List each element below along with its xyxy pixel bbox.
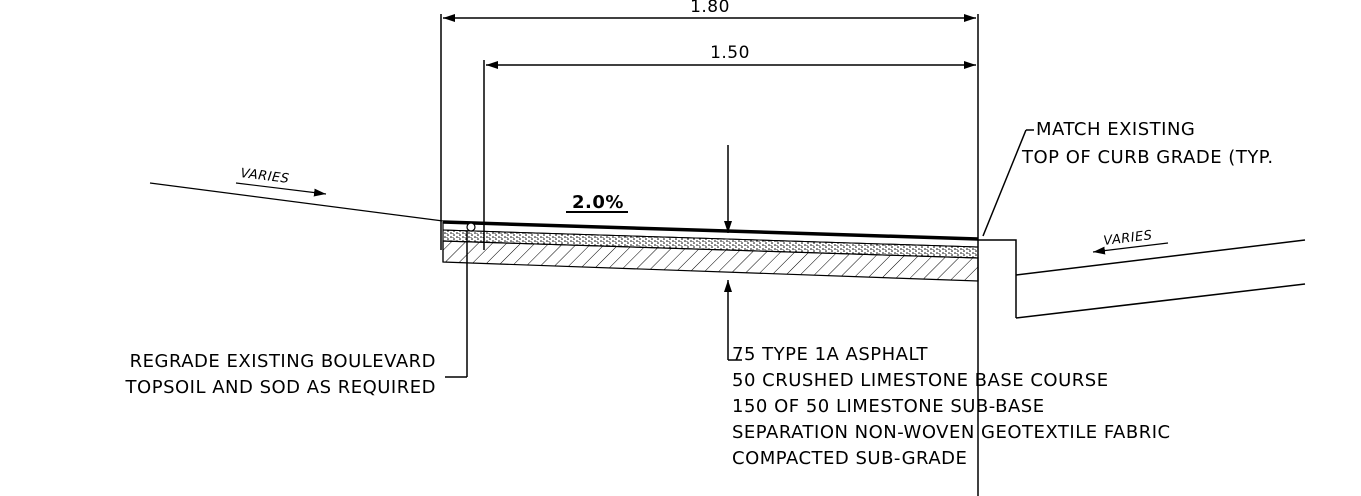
sidewalk-section (442, 220, 979, 282)
left-varies-label: VARIES (240, 166, 291, 187)
regrade-note: REGRADE EXISTING BOULEVARD TOPSOIL AND S… (125, 231, 468, 398)
road-surface (1015, 239, 1306, 276)
match-existing-note: MATCH EXISTING TOP OF CURB GRADE (TYP. (982, 119, 1274, 237)
sidewalk-width-dimension: 1.50 (483, 43, 976, 250)
curb-top (978, 239, 1017, 275)
match-existing-line-2: TOP OF CURB GRADE (TYP. (1021, 147, 1274, 168)
overall-width-dimension: 1.80 (440, 0, 979, 250)
overall-dimension-label: 1.80 (690, 0, 730, 17)
asphalt-surface (442, 220, 979, 241)
left-varies-arrow (235, 182, 327, 197)
structure-line-5: COMPACTED SUB-GRADE (732, 448, 967, 469)
thickness-indicator (724, 145, 742, 361)
gutter-bottom (1015, 283, 1306, 319)
curb (977, 239, 1306, 496)
slope-indicator: 2.0% (566, 192, 628, 213)
right-varies-label: VARIES (1103, 228, 1154, 249)
regrade-line-1: REGRADE EXISTING BOULEVARD (130, 351, 436, 372)
right-varies-arrow (1092, 242, 1169, 255)
structure-line-3: 150 OF 50 LIMESTONE SUB-BASE (732, 396, 1045, 417)
match-existing-line-1: MATCH EXISTING (1036, 119, 1195, 140)
existing-ground-left: VARIES (149, 166, 444, 222)
slope-label: 2.0% (572, 192, 624, 213)
edge-marker (466, 222, 476, 232)
structure-line-1: 75 TYPE 1A ASPHALT (732, 344, 929, 365)
structure-line-4: SEPARATION NON-WOVEN GEOTEXTILE FABRIC (732, 422, 1171, 443)
regrade-line-2: TOPSOIL AND SOD AS REQUIRED (125, 377, 436, 398)
sidewalk-dimension-label: 1.50 (710, 43, 750, 63)
structure-line-2: 50 CRUSHED LIMESTONE BASE COURSE (732, 370, 1109, 391)
road-varies: VARIES (1092, 228, 1169, 255)
structure-note: 75 TYPE 1A ASPHALT 50 CRUSHED LIMESTONE … (732, 344, 1171, 469)
match-existing-leader (982, 129, 1027, 237)
left-ground-line (149, 182, 444, 222)
